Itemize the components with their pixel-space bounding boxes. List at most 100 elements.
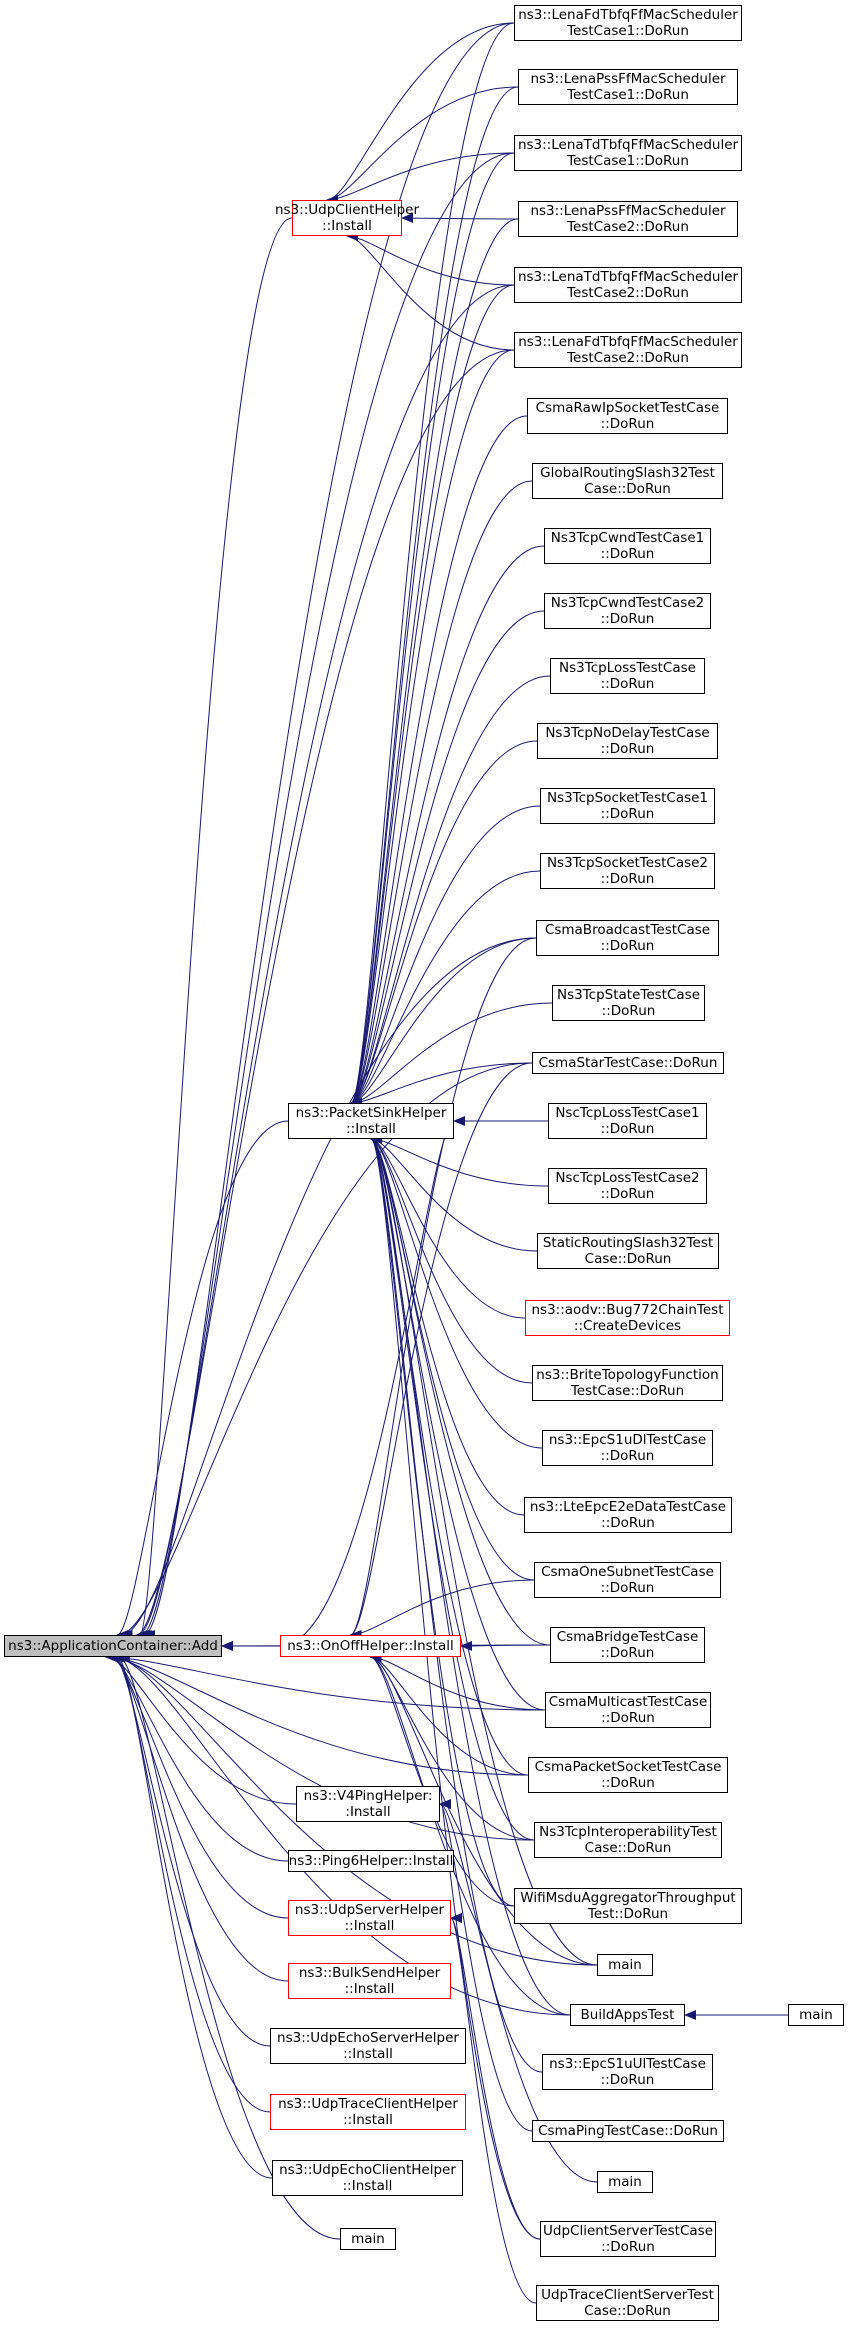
lena-fd-tbfq-testcase1-node[interactable]: ns3::LenaFdTbfqFfMacScheduler TestCase1:… xyxy=(514,5,742,41)
node-label: ns3::EpcS1uDlTestCase ::DoRun xyxy=(548,1432,707,1464)
call-edge xyxy=(350,545,545,1108)
call-edge xyxy=(116,1652,273,2179)
udp-echo-client-helper-install-node[interactable]: ns3::UdpEchoClientHelper ::Install xyxy=(272,2160,463,2196)
node-label: CsmaStarTestCase::DoRun xyxy=(538,1055,718,1071)
ns3-tcp-nodelay-test-node[interactable]: Ns3TcpNoDelayTestCase ::DoRun xyxy=(537,723,718,759)
lena-pss-testcase1-node[interactable]: ns3::LenaPssFfMacScheduler TestCase1::Do… xyxy=(518,69,738,105)
call-edge xyxy=(117,1652,341,2240)
packet-sink-helper-install-node[interactable]: ns3::PacketSinkHelper ::Install xyxy=(288,1103,454,1139)
call-edge xyxy=(349,937,537,1640)
brite-topology-function-test-node[interactable]: ns3::BriteTopologyFunction TestCase::DoR… xyxy=(532,1365,723,1401)
main-node[interactable]: main xyxy=(597,1954,653,1976)
nsc-tcp-loss-test2-node[interactable]: NscTcpLossTestCase2 ::DoRun xyxy=(548,1168,707,1204)
node-label: Ns3TcpSocketTestCase1 ::DoRun xyxy=(546,790,709,822)
lena-fd-tbfq-testcase2-node[interactable]: ns3::LenaFdTbfqFfMacScheduler TestCase2:… xyxy=(514,332,742,368)
csma-bridge-test-node[interactable]: CsmaBridgeTestCase ::DoRun xyxy=(550,1627,705,1663)
call-edge xyxy=(350,610,545,1108)
node-label: UdpTraceClientServerTest Case::DoRun xyxy=(541,2287,714,2319)
call-edge xyxy=(370,1134,535,1841)
call-edge xyxy=(135,349,515,1640)
call-edge xyxy=(104,1652,546,1711)
node-label: StaticRoutingSlash32Test Case::DoRun xyxy=(542,1235,714,1267)
call-edge xyxy=(117,1062,533,1640)
nsc-tcp-loss-test1-node[interactable]: NscTcpLossTestCase1 ::DoRun xyxy=(548,1103,707,1139)
ns3-tcp-interoperability-test-node[interactable]: Ns3TcpInteroperabilityTest Case::DoRun xyxy=(534,1822,722,1858)
ns3-tcp-cwnd-test1-node[interactable]: Ns3TcpCwndTestCase1 ::DoRun xyxy=(544,528,711,564)
node-label: ns3::PacketSinkHelper ::Install xyxy=(295,1105,447,1137)
ping6-helper-install-node[interactable]: ns3::Ping6Helper::Install xyxy=(288,1850,454,1872)
udp-client-helper-install-node[interactable]: ns3::UdpClientHelper ::Install xyxy=(275,200,419,236)
node-label: CsmaRawIpSocketTestCase ::DoRun xyxy=(535,400,720,432)
call-edge xyxy=(349,1062,533,1640)
node-label: ns3::LenaFdTbfqFfMacScheduler TestCase1:… xyxy=(518,7,738,39)
node-label: CsmaOneSubnetTestCase ::DoRun xyxy=(541,1564,714,1596)
call-edge xyxy=(350,22,515,1108)
csma-raw-ip-socket-test-node[interactable]: CsmaRawIpSocketTestCase ::DoRun xyxy=(527,398,728,434)
udp-server-helper-install-node[interactable]: ns3::UdpServerHelper ::Install xyxy=(288,1900,451,1936)
application-container-add-node: ns3::ApplicationContainer::Add xyxy=(4,1635,222,1657)
call-edge xyxy=(439,1799,598,2183)
onoff-helper-install-node[interactable]: ns3::OnOffHelper::Install xyxy=(280,1635,461,1657)
main-node[interactable]: main xyxy=(788,2004,844,2026)
udp-trace-client-server-test-node[interactable]: UdpTraceClientServerTest Case::DoRun xyxy=(536,2285,719,2321)
lena-td-tbfq-testcase2-node[interactable]: ns3::LenaTdTbfqFfMacScheduler TestCase2:… xyxy=(514,267,742,303)
node-label: CsmaPingTestCase::DoRun xyxy=(538,2123,718,2139)
node-label: main xyxy=(608,1957,642,1973)
call-edge xyxy=(370,1134,526,1319)
main-node[interactable]: main xyxy=(340,2228,396,2250)
node-label: ns3::UdpClientHelper ::Install xyxy=(275,202,420,234)
aodv-bug772-chain-test-node[interactable]: ns3::aodv::Bug772ChainTest ::CreateDevic… xyxy=(525,1300,730,1336)
csma-ping-test-node[interactable]: CsmaPingTestCase::DoRun xyxy=(532,2120,724,2142)
csma-multicast-test-node[interactable]: CsmaMulticastTestCase ::DoRun xyxy=(545,1692,711,1728)
ns3-tcp-state-test-node[interactable]: Ns3TcpStateTestCase ::DoRun xyxy=(552,985,705,1021)
call-edge xyxy=(350,349,515,1108)
lena-td-tbfq-testcase1-node[interactable]: ns3::LenaTdTbfqFfMacScheduler TestCase1:… xyxy=(514,135,742,171)
build-apps-test-node[interactable]: BuildAppsTest xyxy=(570,2004,685,2026)
static-routing-slash32-test-node[interactable]: StaticRoutingSlash32Test Case::DoRun xyxy=(537,1233,719,1269)
ns3-tcp-socket-test1-node[interactable]: Ns3TcpSocketTestCase1 ::DoRun xyxy=(540,788,715,824)
udp-trace-client-helper-install-node[interactable]: ns3::UdpTraceClientHelper ::Install xyxy=(270,2094,466,2130)
node-label: ns3::UdpTraceClientHelper ::Install xyxy=(278,2096,458,2128)
ns3-tcp-loss-test-node[interactable]: Ns3TcpLossTestCase ::DoRun xyxy=(550,658,705,694)
node-label: Ns3TcpCwndTestCase1 ::DoRun xyxy=(550,530,705,562)
epc-s1u-dl-test-node[interactable]: ns3::EpcS1uDlTestCase ::DoRun xyxy=(542,1430,713,1466)
call-edge xyxy=(279,1116,455,1647)
udp-client-server-test-node[interactable]: UdpClientServerTestCase ::DoRun xyxy=(540,2221,716,2257)
node-label: Ns3TcpNoDelayTestCase ::DoRun xyxy=(545,725,710,757)
csma-broadcast-test-node[interactable]: CsmaBroadcastTestCase ::DoRun xyxy=(536,920,719,956)
wifi-msdu-aggregator-throughput-test-node[interactable]: WifiMsduAggregatorThroughput Test::DoRun xyxy=(514,1888,742,1924)
call-edge xyxy=(370,1134,543,2073)
call-edge xyxy=(370,1134,533,1384)
call-edge xyxy=(370,1134,543,1449)
call-edge xyxy=(346,231,515,286)
node-label: GlobalRoutingSlash32Test Case::DoRun xyxy=(540,465,715,497)
call-edge xyxy=(106,1652,529,1776)
node-label: WifiMsduAggregatorThroughput Test::DoRun xyxy=(520,1890,736,1922)
call-edge xyxy=(326,152,515,205)
lte-epc-e2e-data-test-node[interactable]: ns3::LteEpcE2eDataTestCase ::DoRun xyxy=(524,1497,732,1533)
csma-packet-socket-test-node[interactable]: CsmaPacketSocketTestCase ::DoRun xyxy=(528,1757,728,1793)
node-label: ns3::V4PingHelper: :Install xyxy=(303,1788,433,1820)
v4ping-helper-install-node[interactable]: ns3::V4PingHelper: :Install xyxy=(296,1786,440,1822)
csma-star-test-node[interactable]: CsmaStarTestCase::DoRun xyxy=(532,1052,724,1074)
node-label: ns3::EpcS1uUlTestCase ::DoRun xyxy=(549,2056,706,2088)
bulk-send-helper-install-node[interactable]: ns3::BulkSendHelper ::Install xyxy=(288,1963,451,1999)
main-node[interactable]: main xyxy=(597,2171,653,2193)
node-label: ns3::LenaPssFfMacScheduler TestCase1::Do… xyxy=(530,71,726,103)
global-routing-slash32-test-node[interactable]: GlobalRoutingSlash32Test Case::DoRun xyxy=(532,463,723,499)
epc-s1u-ul-test-node[interactable]: ns3::EpcS1uUlTestCase ::DoRun xyxy=(542,2054,713,2090)
node-label: ns3::ApplicationContainer::Add xyxy=(8,1638,218,1654)
call-edge xyxy=(113,1652,271,2047)
csma-one-subnet-test-node[interactable]: CsmaOneSubnetTestCase ::DoRun xyxy=(534,1562,721,1598)
call-edge xyxy=(326,22,515,205)
ns3-tcp-socket-test2-node[interactable]: Ns3TcpSocketTestCase2 ::DoRun xyxy=(540,853,715,889)
node-label: Ns3TcpLossTestCase ::DoRun xyxy=(559,660,696,692)
node-label: ns3::LenaPssFfMacScheduler TestCase2::Do… xyxy=(530,203,726,235)
call-edge xyxy=(137,284,515,1640)
call-edge xyxy=(116,1120,289,1640)
udp-echo-server-helper-install-node[interactable]: ns3::UdpEchoServerHelper ::Install xyxy=(270,2028,466,2064)
call-edge xyxy=(346,231,515,351)
ns3-tcp-cwnd-test2-node[interactable]: Ns3TcpCwndTestCase2 ::DoRun xyxy=(544,593,711,629)
lena-pss-testcase2-node[interactable]: ns3::LenaPssFfMacScheduler TestCase2::Do… xyxy=(518,201,738,237)
call-edge xyxy=(369,1652,598,1966)
